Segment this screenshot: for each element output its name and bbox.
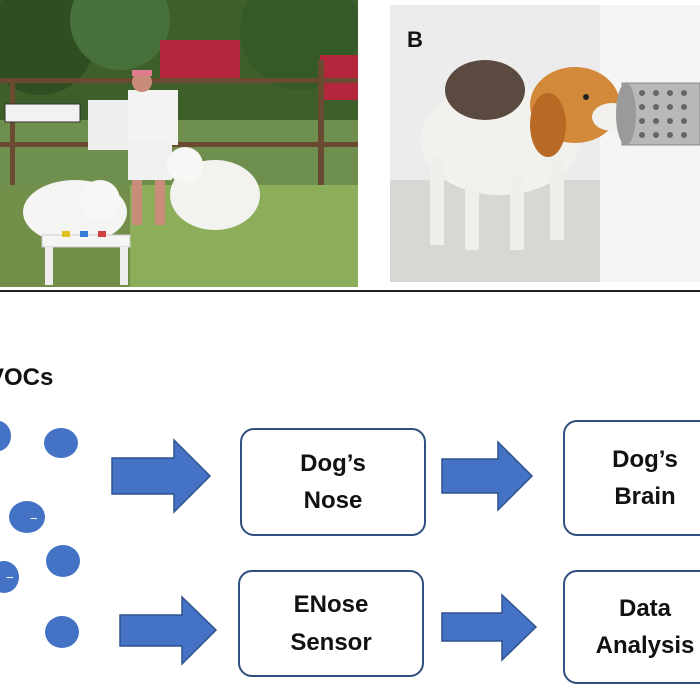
voc-molecule bbox=[45, 616, 79, 648]
dogs-brain-box: Dog’s Brain bbox=[563, 420, 700, 536]
voc-molecule bbox=[0, 421, 11, 451]
voc-molecule bbox=[9, 501, 45, 533]
panel-letter-b: B bbox=[407, 27, 423, 52]
arrow-vocs-to-nose bbox=[111, 438, 212, 514]
flow-arrows bbox=[111, 438, 538, 666]
molecule-mark: − bbox=[6, 570, 14, 585]
arrow-nose-to-brain bbox=[441, 440, 534, 512]
photo-panel-a bbox=[0, 0, 358, 287]
voc-molecule bbox=[44, 428, 78, 458]
data-analysis-box: Data Analysis bbox=[563, 570, 700, 684]
photo-panel-b bbox=[390, 5, 700, 282]
arrow-vocs-to-enose bbox=[119, 595, 218, 666]
dogs-nose-box: Dog’s Nose bbox=[240, 428, 426, 536]
molecule-mark: − bbox=[30, 511, 38, 526]
voc-molecules bbox=[0, 421, 80, 648]
voc-molecule bbox=[0, 561, 19, 593]
vocs-label: VOCs bbox=[0, 364, 54, 391]
section-divider bbox=[0, 290, 700, 292]
enose-sensor-box: ENose Sensor bbox=[238, 570, 424, 677]
arrow-enose-to-analysis bbox=[441, 593, 538, 662]
voc-molecule bbox=[46, 545, 80, 577]
